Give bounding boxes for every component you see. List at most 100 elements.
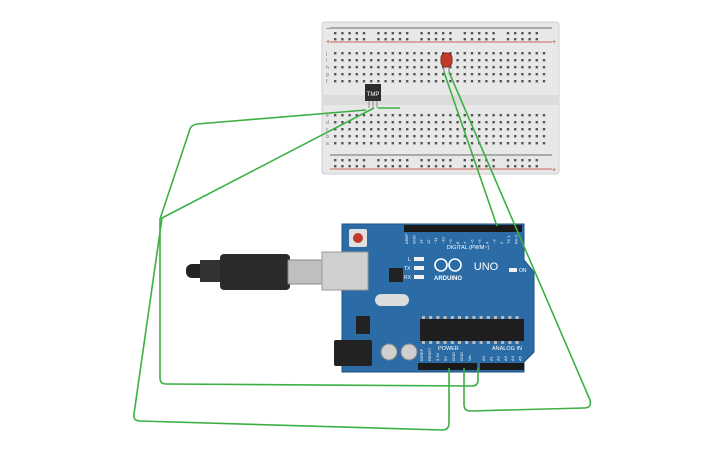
breadboard-hole[interactable] — [542, 80, 546, 83]
breadboard-hole[interactable] — [420, 142, 423, 145]
breadboard-hole[interactable] — [514, 135, 517, 138]
rail-hole[interactable] — [492, 159, 495, 162]
breadboard-hole[interactable] — [406, 114, 409, 117]
breadboard-hole[interactable] — [434, 128, 438, 131]
breadboard-hole[interactable] — [542, 135, 546, 138]
breadboard-hole[interactable] — [391, 59, 394, 62]
breadboard-hole[interactable] — [528, 135, 531, 138]
breadboard-hole[interactable] — [463, 142, 466, 145]
breadboard-hole[interactable] — [456, 121, 459, 124]
breadboard-hole[interactable] — [427, 142, 430, 145]
rail-hole[interactable] — [362, 38, 366, 41]
rail-hole[interactable] — [362, 159, 366, 162]
breadboard-hole[interactable] — [492, 114, 495, 117]
breadboard-hole[interactable] — [377, 52, 380, 55]
rail-hole[interactable] — [348, 32, 351, 35]
rail-hole[interactable] — [485, 32, 488, 35]
breadboard-hole[interactable] — [535, 80, 538, 83]
breadboard-hole[interactable] — [506, 59, 510, 62]
breadboard-hole[interactable] — [470, 80, 474, 83]
usb-port[interactable] — [321, 251, 369, 291]
rail-hole[interactable] — [384, 38, 387, 41]
breadboard-hole[interactable] — [384, 66, 387, 69]
breadboard-hole[interactable] — [478, 66, 481, 69]
breadboard-hole[interactable] — [334, 121, 337, 124]
breadboard-hole[interactable] — [355, 73, 358, 76]
breadboard-hole[interactable] — [341, 66, 344, 69]
breadboard-hole[interactable] — [506, 121, 510, 124]
rail-hole[interactable] — [521, 165, 524, 168]
breadboard-hole[interactable] — [427, 128, 430, 131]
breadboard-hole[interactable] — [506, 128, 510, 131]
breadboard-hole[interactable] — [492, 128, 495, 131]
breadboard-hole[interactable] — [492, 121, 495, 124]
breadboard-hole[interactable] — [384, 142, 387, 145]
breadboard-hole[interactable] — [334, 52, 337, 55]
breadboard-hole[interactable] — [442, 66, 445, 69]
rail-hole[interactable] — [377, 32, 380, 35]
wire-led-to-d5[interactable] — [443, 71, 498, 227]
breadboard-hole[interactable] — [485, 73, 488, 76]
breadboard-hole[interactable] — [542, 142, 546, 145]
breadboard-hole[interactable] — [492, 59, 495, 62]
rail-hole[interactable] — [362, 32, 366, 35]
breadboard-hole[interactable] — [406, 66, 409, 69]
breadboard-hole[interactable] — [478, 128, 481, 131]
breadboard-hole[interactable] — [398, 142, 402, 145]
breadboard-hole[interactable] — [528, 128, 531, 131]
breadboard-hole[interactable] — [542, 128, 546, 131]
rail-hole[interactable] — [463, 38, 466, 41]
breadboard-hole[interactable] — [456, 59, 459, 62]
rail-hole[interactable] — [485, 165, 488, 168]
breadboard-hole[interactable] — [514, 66, 517, 69]
breadboard-hole[interactable] — [499, 66, 502, 69]
rail-hole[interactable] — [528, 32, 531, 35]
breadboard-hole[interactable] — [528, 121, 531, 124]
rail-hole[interactable] — [535, 159, 538, 162]
breadboard-hole[interactable] — [348, 128, 351, 131]
breadboard-hole[interactable] — [355, 121, 358, 124]
rail-hole[interactable] — [334, 165, 337, 168]
breadboard-hole[interactable] — [456, 142, 459, 145]
breadboard-hole[interactable] — [384, 73, 387, 76]
rail-hole[interactable] — [348, 165, 351, 168]
rail-hole[interactable] — [449, 159, 452, 162]
breadboard-hole[interactable] — [499, 114, 502, 117]
breadboard-hole[interactable] — [463, 73, 466, 76]
breadboard-hole[interactable] — [470, 66, 474, 69]
breadboard-hole[interactable] — [377, 73, 380, 76]
rail-hole[interactable] — [470, 38, 474, 41]
red-led[interactable] — [440, 52, 453, 72]
breadboard-hole[interactable] — [456, 114, 459, 117]
breadboard-hole[interactable] — [499, 135, 502, 138]
rail-hole[interactable] — [341, 38, 344, 41]
rail-hole[interactable] — [391, 38, 394, 41]
breadboard-hole[interactable] — [420, 59, 423, 62]
rail-hole[interactable] — [514, 38, 517, 41]
rail-hole[interactable] — [420, 165, 423, 168]
breadboard-hole[interactable] — [434, 52, 438, 55]
breadboard-hole[interactable] — [514, 114, 517, 117]
breadboard-hole[interactable] — [506, 73, 510, 76]
rail-hole[interactable] — [514, 32, 517, 35]
rail-hole[interactable] — [406, 32, 409, 35]
rail-hole[interactable] — [449, 38, 452, 41]
breadboard-hole[interactable] — [478, 114, 481, 117]
breadboard-hole[interactable] — [355, 52, 358, 55]
breadboard-hole[interactable] — [449, 114, 452, 117]
breadboard-hole[interactable] — [427, 59, 430, 62]
breadboard-hole[interactable] — [535, 73, 538, 76]
rail-hole[interactable] — [492, 32, 495, 35]
breadboard-hole[interactable] — [535, 66, 538, 69]
breadboard-hole[interactable] — [348, 114, 351, 117]
breadboard-hole[interactable] — [463, 52, 466, 55]
rail-hole[interactable] — [492, 38, 495, 41]
rail-hole[interactable] — [470, 159, 474, 162]
breadboard-hole[interactable] — [420, 52, 423, 55]
rail-hole[interactable] — [449, 32, 452, 35]
breadboard-hole[interactable] — [456, 128, 459, 131]
breadboard-hole[interactable] — [442, 52, 445, 55]
breadboard-hole[interactable] — [413, 121, 416, 124]
breadboard-hole[interactable] — [542, 52, 546, 55]
